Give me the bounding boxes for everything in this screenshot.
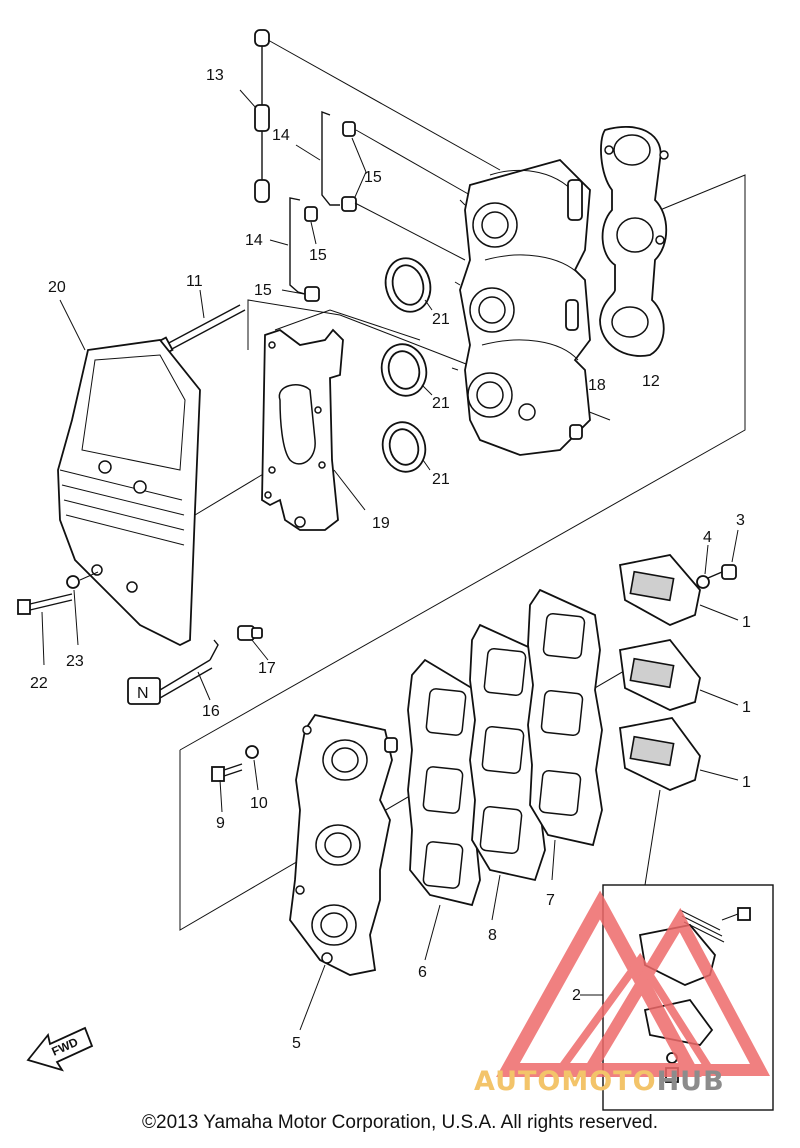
bolt-11 [152,289,246,358]
callout-22: 22 [30,675,48,692]
detail-box-2 [580,789,774,1111]
callout-12: 12 [642,373,660,390]
callout-2: 2 [572,987,581,1004]
silencer-cover-20 [57,299,201,647]
washer-4 [696,544,710,589]
reed-valve-1-top [618,554,739,626]
gasket-7 [527,588,603,881]
callout-4: 4 [703,529,712,546]
callout-8: 8 [488,927,497,944]
link-rod-14-upper [295,110,340,206]
washer-23 [66,571,99,646]
gasket-6 [407,658,483,961]
callout-21c: 21 [432,471,450,488]
watermark-logo [496,890,770,1077]
bolt-22 [17,593,73,666]
callout-5: 5 [292,1035,301,1052]
callout-16: 16 [202,703,220,720]
callout-6: 6 [418,964,427,981]
callout-19: 19 [372,515,390,532]
screw-3 [707,529,739,580]
callout-labels: 1 1 1 2 3 4 5 6 7 8 9 10 11 12 13 14 14 … [30,67,751,1052]
bolt-9 [211,763,243,813]
watermark-text: AUTOMOTOHUB [474,1066,725,1097]
callout-17: 17 [258,660,276,677]
o-rings-21 [380,257,433,473]
callout-7: 7 [546,892,555,909]
forward-arrow-icon: FWD [26,1026,94,1072]
drain-plug-letter: N [137,685,149,702]
gasket-12 [599,125,669,357]
callout-11: 11 [186,273,203,290]
clips-15 [281,121,471,302]
callout-1b: 1 [742,699,751,716]
watermark-part2: HUB [656,1066,725,1097]
gasket-8 [469,623,546,921]
fitting-17 [237,625,269,661]
callout-1c: 1 [742,774,751,791]
callout-10: 10 [250,795,268,812]
reed-petals-detail [679,909,725,943]
callout-21b: 21 [432,395,450,412]
callout-18: 18 [588,377,606,394]
callout-15b: 15 [309,247,327,264]
callout-1a: 1 [742,614,751,631]
copyright-notice: ©2013 Yamaha Motor Corporation, U.S.A. A… [142,1112,658,1133]
callout-14b: 14 [245,232,263,249]
callout-3: 3 [736,512,745,529]
reed-valve-1-middle [618,639,739,711]
reed-valve-1-bottom [619,717,739,791]
link-rod-13 [239,29,501,203]
gasket-19 [261,328,366,531]
callout-20: 20 [48,279,66,296]
callout-15a: 15 [364,169,382,186]
washer-10 [245,745,259,791]
callout-15c: 15 [254,282,272,299]
reed-valve-adapter-5 [289,713,398,1031]
watermark-part1: AUTOMOTO [474,1066,657,1097]
callout-13: 13 [206,67,224,84]
callout-14a: 14 [272,127,290,144]
callout-21a: 21 [432,311,450,328]
carburetor-assembly [451,158,591,456]
callout-23: 23 [66,653,84,670]
callout-9: 9 [216,815,225,832]
drain-plug-16: N [127,639,219,705]
